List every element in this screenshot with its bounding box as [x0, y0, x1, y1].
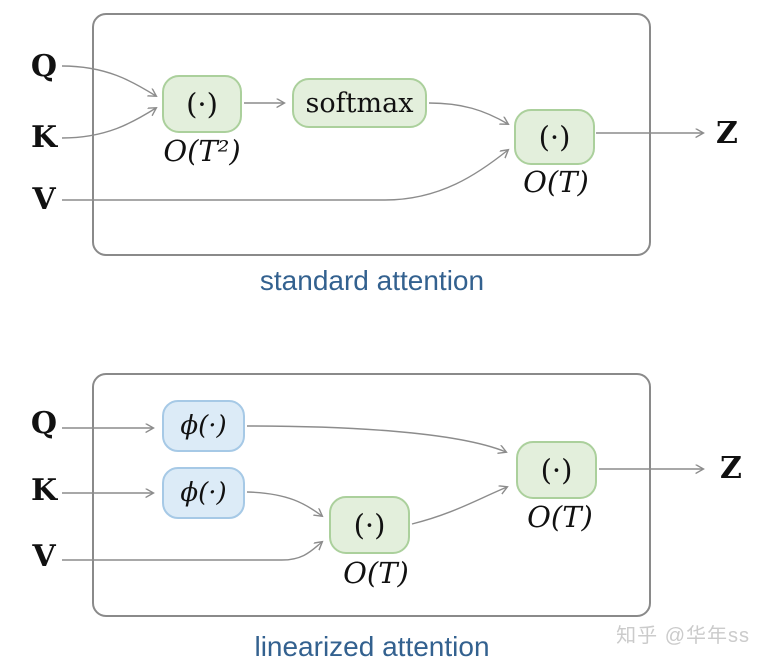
standard-input-label-q: Q [30, 49, 58, 84]
edge-k-to-qk-product [61, 108, 156, 139]
standard-complexity-av: O(T) [523, 165, 589, 199]
edge-kv-product-to-out-product [411, 487, 507, 525]
edge-softmax-to-av-product [428, 102, 508, 124]
standard-input-label-k: K [30, 120, 58, 155]
edge-phi-k-to-kv-product [246, 491, 322, 516]
linearized-complexity-out: O(T) [527, 500, 593, 534]
standard-output-label-z: Z [716, 116, 738, 151]
linearized-input-label-q: Q [30, 406, 58, 441]
linearized-input-label-k: K [30, 473, 58, 508]
linearized-output-label-z: Z [720, 451, 742, 486]
standard-complexity-qk: O(T²) [163, 134, 241, 168]
edge-v-to-kv-product [62, 542, 322, 561]
linearized-complexity-kv: O(T) [343, 556, 409, 590]
standard-attention-caption: standard attention [259, 265, 485, 296]
standard-node-qk-product: (·) [162, 75, 242, 133]
linearized-node-kv-product: (·) [329, 496, 410, 554]
linearized-node-out-product: (·) [516, 441, 597, 499]
linearized-input-label-v: V [32, 539, 56, 574]
edge-v-to-av-product [62, 150, 508, 201]
zhihu-watermark: 知乎 @华年ss [616, 625, 750, 647]
edge-phi-q-to-out-product [246, 425, 506, 452]
linearized-attention-caption: linearized attention [254, 631, 490, 662]
standard-input-label-v: V [32, 182, 56, 217]
linearized-attention-frame [92, 373, 651, 617]
standard-node-softmax: softmax [292, 78, 427, 128]
edge-q-to-qk-product [61, 65, 156, 96]
linearized-node-phi-q: ϕ(·) [162, 400, 245, 452]
linearized-node-phi-k: ϕ(·) [162, 467, 245, 519]
standard-node-av-product: (·) [514, 109, 595, 165]
